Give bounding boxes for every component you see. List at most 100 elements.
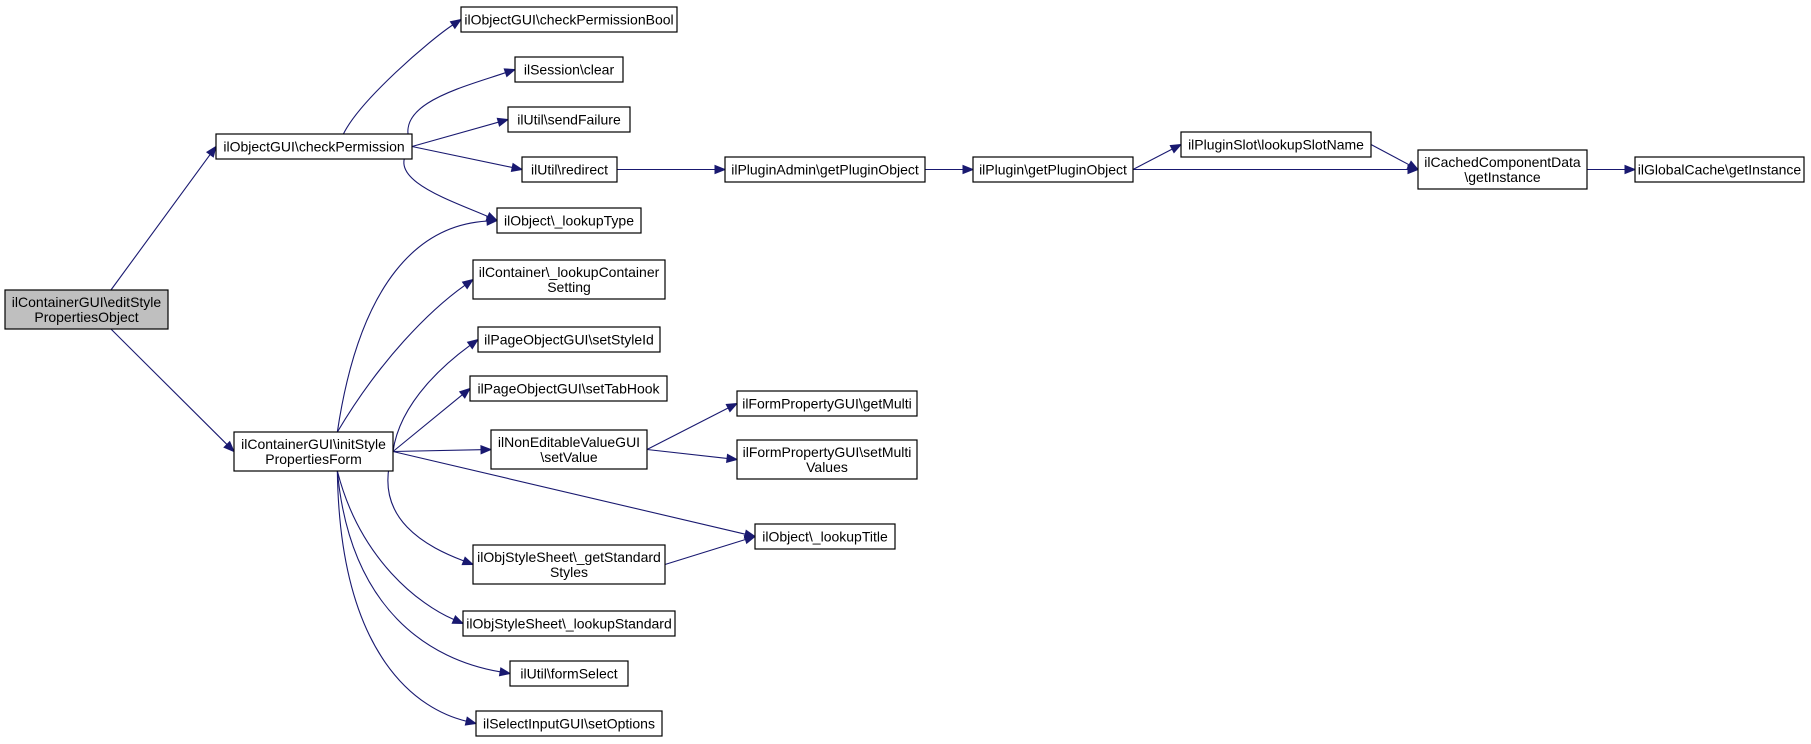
node-box bbox=[514, 56, 624, 83]
node-box bbox=[736, 390, 918, 417]
node-label: Setting bbox=[547, 279, 591, 295]
node-label: ilUtil\sendFailure bbox=[517, 112, 621, 128]
node-label: Styles bbox=[550, 564, 588, 580]
edge-line bbox=[646, 407, 729, 450]
node-label: ilContainerGUI\initStyle bbox=[241, 436, 386, 452]
node-label: \getInstance bbox=[1464, 169, 1540, 185]
node-globalCache[interactable]: ilGlobalCache\getInstance bbox=[1634, 156, 1805, 183]
node-plugin[interactable]: ilPlugin\getPluginObject bbox=[972, 156, 1134, 183]
node-setOptions[interactable]: ilSelectInputGUI\setOptions bbox=[475, 710, 663, 737]
arrowhead-icon bbox=[1406, 160, 1420, 171]
node-cached[interactable]: ilCachedComponentData\getInstance bbox=[1417, 149, 1588, 190]
node-formSelect[interactable]: ilUtil\formSelect bbox=[509, 660, 629, 687]
node-box bbox=[4, 289, 169, 330]
node-label: ilObjectGUI\checkPermission bbox=[223, 139, 404, 155]
node-lookupType[interactable]: ilObject\_lookupType bbox=[496, 207, 642, 234]
node-label: ilUtil\formSelect bbox=[520, 666, 617, 682]
edge-checkPermission-to-redirect bbox=[411, 145, 524, 172]
arrowhead-icon bbox=[510, 162, 524, 172]
node-setValue[interactable]: ilNonEditableValueGUI\setValue bbox=[490, 429, 648, 470]
node-lookupStandard[interactable]: ilObjStyleSheet\_lookupStandard bbox=[462, 610, 676, 637]
node-label: ilObject\_lookupType bbox=[504, 213, 634, 229]
edge-line bbox=[387, 451, 464, 562]
node-label: ilFormPropertyGUI\setMulti bbox=[743, 444, 912, 460]
node-label: ilObject\_lookupTitle bbox=[762, 529, 888, 545]
node-box bbox=[521, 156, 618, 183]
node-label: ilObjStyleSheet\_lookupStandard bbox=[466, 616, 671, 632]
node-box bbox=[472, 544, 666, 585]
node-box bbox=[1180, 131, 1372, 158]
node-setStyleId[interactable]: ilPageObjectGUI\setStyleId bbox=[477, 326, 661, 353]
edge-setValue-to-getMulti bbox=[646, 402, 739, 450]
node-redirect[interactable]: ilUtil\redirect bbox=[521, 156, 618, 183]
node-checkPermissionBool[interactable]: ilObjectGUI\checkPermissionBool bbox=[460, 6, 678, 33]
edge-initForm-to-formSelect bbox=[336, 470, 512, 677]
arrowhead-icon bbox=[458, 387, 472, 399]
node-label: ilPlugin\getPluginObject bbox=[979, 162, 1127, 178]
node-label: ilFormPropertyGUI\getMulti bbox=[742, 396, 912, 412]
node-setTabHook[interactable]: ilPageObjectGUI\setTabHook bbox=[469, 375, 668, 402]
node-label: ilContainerGUI\editStyle bbox=[12, 294, 162, 310]
arrowhead-icon bbox=[496, 117, 510, 127]
edge-line bbox=[411, 121, 499, 148]
node-box bbox=[233, 431, 394, 472]
edge-line bbox=[392, 394, 463, 452]
call-edges bbox=[110, 18, 1637, 726]
node-getMulti[interactable]: ilFormPropertyGUI\getMulti bbox=[736, 390, 918, 417]
arrowhead-icon bbox=[503, 68, 517, 78]
arrowhead-icon bbox=[962, 164, 975, 175]
edge-line bbox=[336, 284, 466, 433]
arrowhead-icon bbox=[1624, 164, 1637, 175]
node-box bbox=[472, 259, 666, 300]
node-sessionClear[interactable]: ilSession\clear bbox=[514, 56, 624, 83]
node-lookupTitle[interactable]: ilObject\_lookupTitle bbox=[754, 523, 896, 550]
edge-initForm-to-setOptions bbox=[336, 470, 478, 726]
edge-initForm-to-setValue bbox=[392, 444, 493, 455]
edge-checkPermission-to-sessionClear bbox=[407, 68, 517, 147]
node-sendFailure[interactable]: ilUtil\sendFailure bbox=[507, 106, 631, 133]
node-box bbox=[490, 429, 648, 470]
arrowhead-icon bbox=[223, 440, 235, 453]
node-label: ilContainer\_lookupContainer bbox=[479, 264, 660, 280]
edge-line bbox=[392, 449, 482, 453]
edge-pluginSlot-to-cached bbox=[1370, 144, 1420, 171]
edge-line bbox=[1370, 144, 1410, 166]
node-box bbox=[507, 106, 631, 133]
node-box bbox=[496, 207, 642, 234]
edge-line bbox=[110, 154, 211, 291]
node-label: ilPageObjectGUI\setTabHook bbox=[477, 381, 660, 397]
node-box bbox=[460, 6, 678, 33]
node-box bbox=[469, 375, 668, 402]
node-box bbox=[462, 610, 676, 637]
arrowhead-icon bbox=[714, 164, 727, 175]
arrowhead-icon bbox=[498, 667, 512, 677]
edge-root-to-initForm bbox=[110, 328, 235, 453]
edge-root-to-checkPermission bbox=[110, 145, 217, 291]
function-nodes: ilContainerGUI\editStylePropertiesObject… bbox=[4, 6, 1805, 737]
edge-line bbox=[1132, 148, 1173, 170]
edge-redirect-to-pluginAdmin bbox=[617, 164, 727, 175]
arrowhead-icon bbox=[451, 614, 465, 625]
arrowhead-icon bbox=[461, 278, 475, 290]
edge-plugin-to-pluginSlot bbox=[1132, 143, 1183, 170]
node-pluginAdmin[interactable]: ilPluginAdmin\getPluginObject bbox=[724, 156, 926, 183]
arrowhead-icon bbox=[486, 216, 499, 226]
node-label: \setValue bbox=[540, 449, 598, 465]
edge-checkPermission-to-sendFailure bbox=[411, 117, 510, 148]
arrowhead-icon bbox=[1169, 143, 1183, 154]
edge-initForm-to-lookupContainer bbox=[336, 278, 475, 433]
edge-line bbox=[411, 145, 513, 168]
node-box bbox=[475, 710, 663, 737]
edge-line bbox=[403, 146, 489, 218]
edge-line bbox=[110, 328, 228, 445]
edge-line bbox=[336, 470, 455, 621]
node-checkPermission[interactable]: ilObjectGUI\checkPermission bbox=[215, 133, 413, 160]
node-label: PropertiesForm bbox=[265, 451, 361, 467]
node-pluginSlot[interactable]: ilPluginSlot\lookupSlotName bbox=[1180, 131, 1372, 158]
node-label: PropertiesObject bbox=[34, 309, 138, 325]
